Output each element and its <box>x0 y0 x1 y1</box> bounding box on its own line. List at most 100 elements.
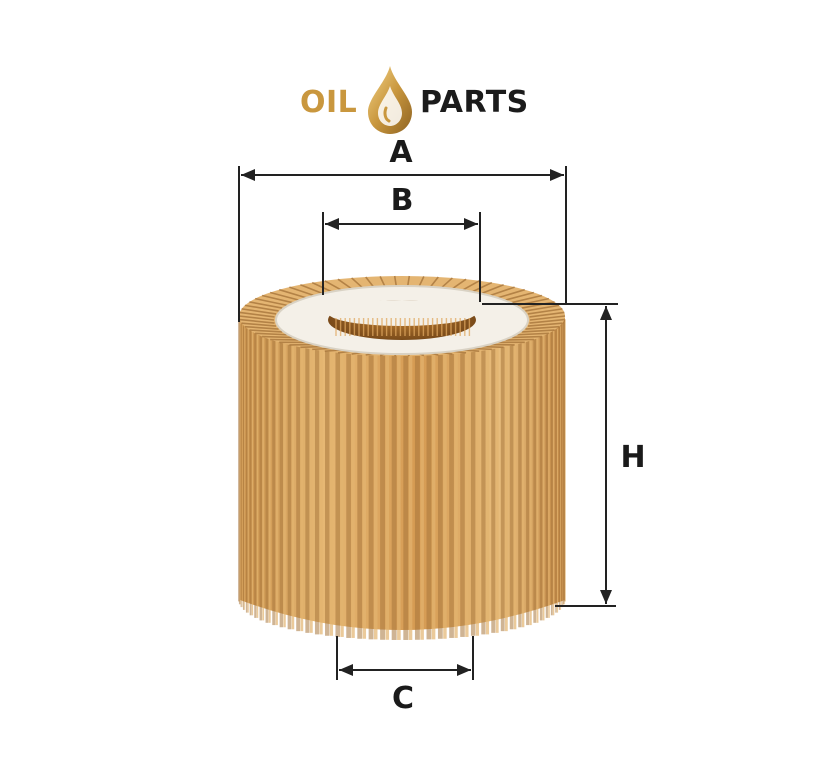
pleat-fold <box>561 324 563 608</box>
pleat-face <box>362 350 367 639</box>
pleat-face <box>443 350 447 639</box>
pleat-fold <box>242 326 245 610</box>
pleat-fold <box>481 347 486 635</box>
top-pleat-edge <box>511 335 542 339</box>
top-pleat-edge <box>300 283 323 295</box>
pleat-face <box>241 324 243 608</box>
filter-pleats <box>238 319 566 640</box>
top-pleat-edge <box>269 291 299 301</box>
pleat-fold <box>254 333 257 618</box>
pleat-face <box>504 344 508 632</box>
pleat-fold <box>238 321 241 605</box>
pleat-fold <box>558 326 561 610</box>
top-pleat-edge <box>393 275 398 287</box>
top-pleat-edge <box>418 276 425 287</box>
top-pleat-edge <box>529 311 565 318</box>
pleat-face <box>300 344 304 632</box>
pleat-face <box>536 337 539 623</box>
pleat-face <box>495 345 499 633</box>
top-pleat-edge <box>429 276 439 288</box>
pleat-fold <box>539 335 543 621</box>
pleat-fold <box>509 342 514 630</box>
pleat-fold <box>555 328 557 613</box>
pleat-face <box>408 351 413 640</box>
pleat-fold <box>437 350 443 639</box>
top-pleat-edge <box>289 286 314 297</box>
pleat-face <box>256 333 259 618</box>
top-pleat-edge <box>462 280 480 291</box>
oil-drop-icon <box>368 66 412 134</box>
top-pleat-edge <box>324 280 342 291</box>
pleat-face <box>556 328 559 613</box>
top-pleat-edge <box>527 308 563 315</box>
pleat-face <box>251 331 254 616</box>
dimension-label-h: H <box>620 440 646 475</box>
top-pleat-edge <box>239 318 275 324</box>
top-pleat-edge <box>521 329 555 333</box>
top-pleat-edge <box>451 278 467 290</box>
top-pleat-edge <box>244 325 279 330</box>
brand-wordmark-parts: PARTS <box>420 85 529 120</box>
pleat-fold <box>533 337 537 623</box>
top-pleat-edge <box>511 294 543 304</box>
top-pleat-edge <box>254 297 287 307</box>
top-pleat-edge <box>529 315 566 321</box>
top-pleat-edge <box>365 276 375 288</box>
pleat-face <box>319 347 323 635</box>
pleat-face <box>373 351 378 640</box>
pleat-face <box>385 351 390 640</box>
center-hole-pleats <box>335 318 471 336</box>
pleat-fold <box>563 319 565 602</box>
pleat-fold <box>491 345 496 633</box>
top-pleat-edge <box>490 286 515 297</box>
pleat-face <box>521 341 525 628</box>
top-pleat-teeth <box>238 275 566 357</box>
top-pleat-edge <box>244 304 279 312</box>
pleat-fold <box>325 348 330 636</box>
pleat-fold <box>305 345 310 633</box>
top-pleat-edge <box>441 277 453 289</box>
top-pleat-edge <box>529 318 565 324</box>
pleat-fold <box>545 333 548 618</box>
top-pleat-edge <box>351 277 363 289</box>
pleat-face <box>240 321 241 605</box>
top-pleat-edge <box>241 322 277 327</box>
pleat-fold <box>249 331 252 616</box>
pleat-fold <box>272 339 276 626</box>
dimension-label-a: A <box>389 135 413 170</box>
pleat-face <box>548 333 550 618</box>
pleat-face <box>291 342 295 630</box>
pleat-face <box>329 348 334 636</box>
pleat-face <box>475 348 479 636</box>
brand-wordmark-oil: OIL <box>300 85 358 120</box>
top-pleat-edge <box>527 322 563 327</box>
top-pleat-edge <box>249 329 283 333</box>
pleat-face <box>268 337 271 623</box>
pleat-fold <box>314 347 320 635</box>
pleat-face <box>560 326 562 610</box>
pleat-fold <box>368 351 374 640</box>
pleat-fold <box>449 350 454 638</box>
pleat-fold <box>403 351 409 640</box>
top-pleat-edge <box>517 332 549 336</box>
pleat-face <box>340 349 344 637</box>
gasket-inner-lip <box>328 300 476 326</box>
top-pleat-edge <box>472 281 493 293</box>
top-pleat-edge <box>379 276 386 287</box>
dimension-c <box>336 636 474 680</box>
pleat-fold <box>245 328 248 613</box>
pleat-face <box>351 350 355 638</box>
top-pleat-edge <box>241 308 277 315</box>
dimension-label-b: B <box>390 183 414 218</box>
pleat-face <box>529 339 532 626</box>
pleat-fold <box>426 351 432 640</box>
pleat-face <box>262 335 265 621</box>
top-pleat-edge <box>481 283 504 295</box>
pleat-face <box>454 350 458 638</box>
top-pleat-edge <box>337 278 353 290</box>
pleat-face <box>542 335 545 621</box>
pleat-face <box>465 349 469 637</box>
top-pleat-edge <box>525 304 560 312</box>
top-pleat-edge <box>279 288 306 299</box>
